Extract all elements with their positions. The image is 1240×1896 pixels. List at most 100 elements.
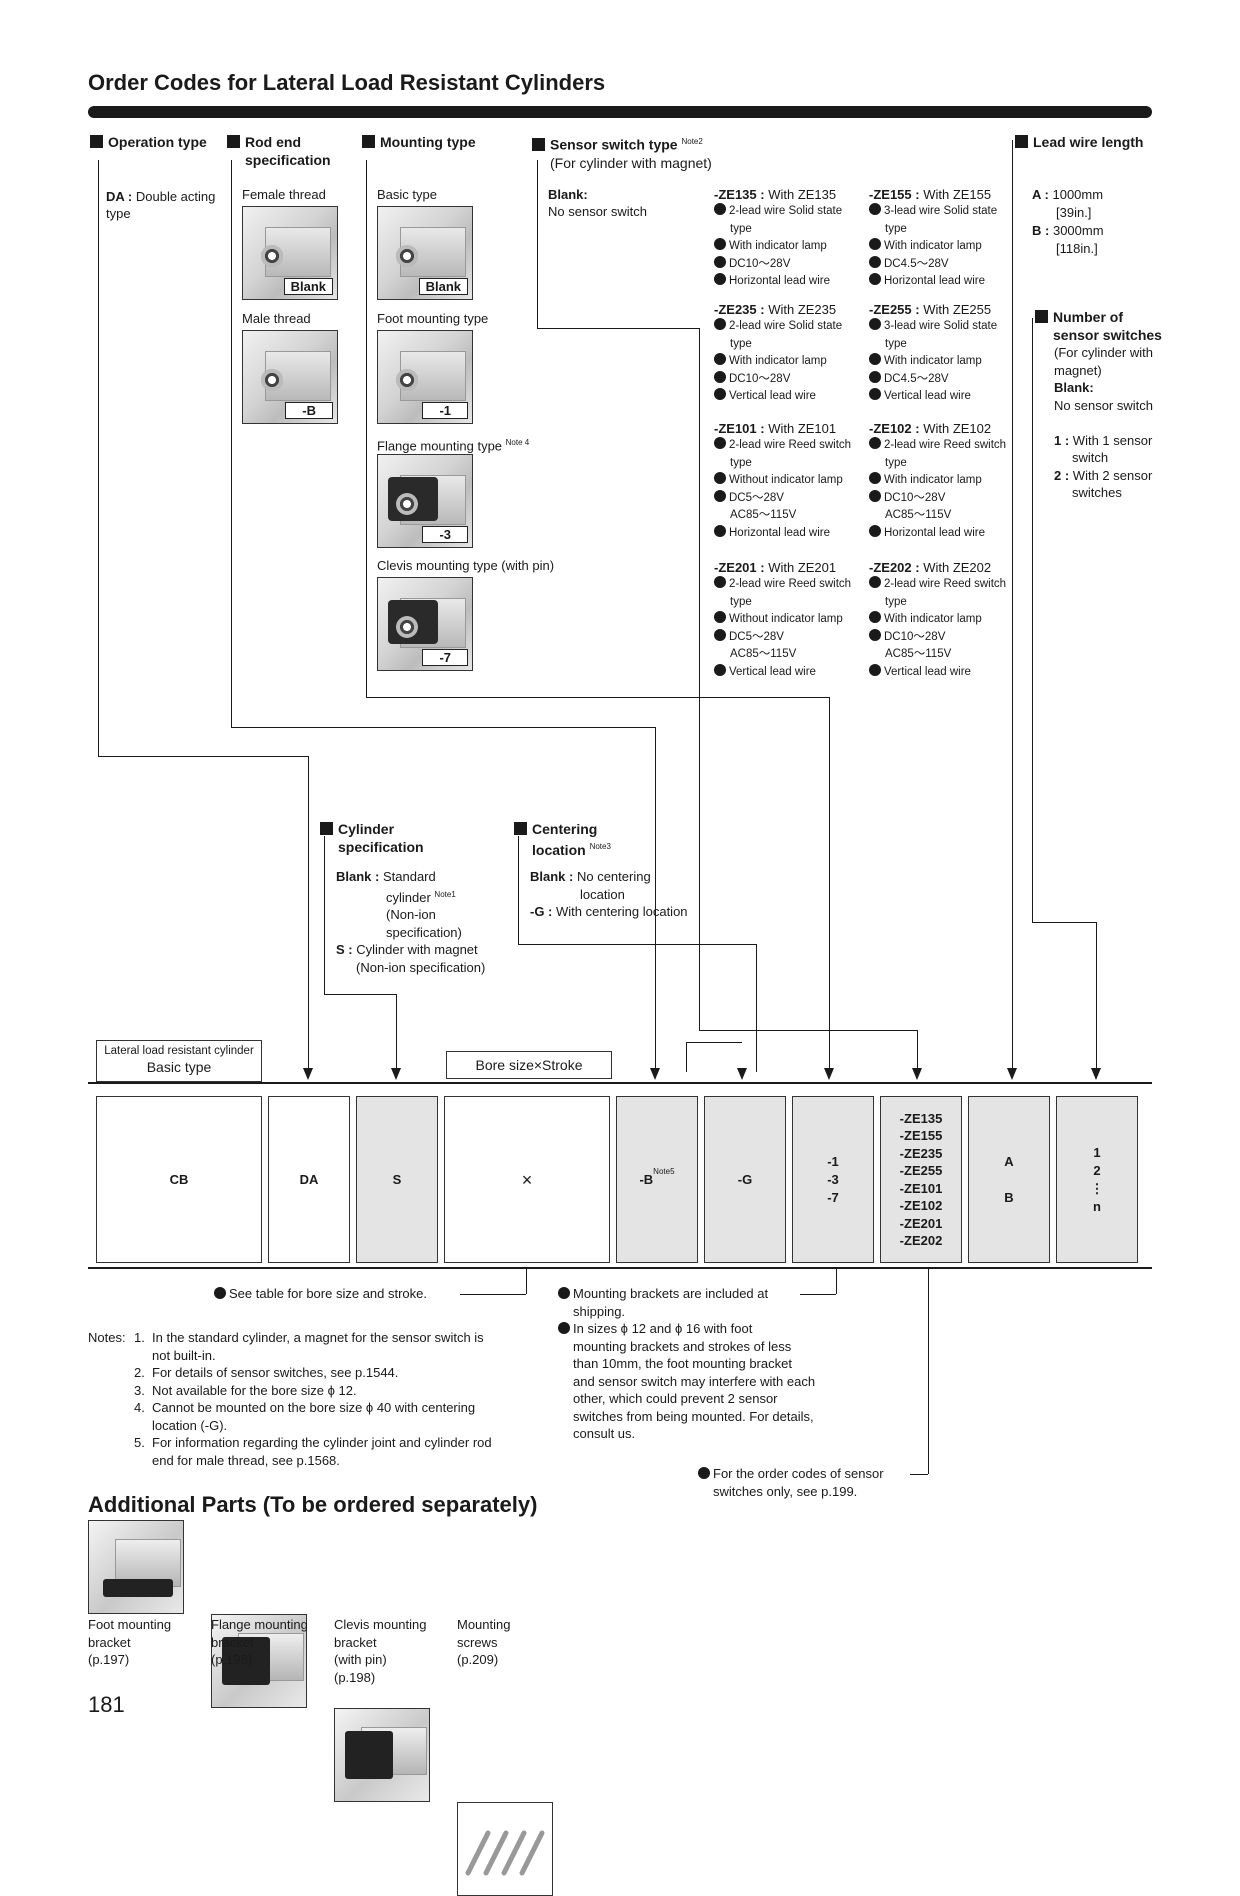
- sensor-switch-code: -ZE155 : With ZE155: [869, 187, 992, 202]
- connector-line: [526, 1269, 527, 1294]
- bullet-icon: [714, 388, 726, 400]
- bullet-icon: [869, 388, 881, 400]
- arrow-down-icon: [912, 1068, 922, 1080]
- clevis-mounting-photo: -7: [377, 577, 473, 671]
- sensor-switch-spec: type: [885, 456, 907, 469]
- sizes-callout-line: other, which could prevent 2 sensor: [573, 1391, 778, 1406]
- bullet-square-icon: [514, 822, 527, 835]
- bullet-icon: [714, 238, 726, 250]
- bullet-square-icon: [1035, 310, 1048, 323]
- sensor-switch-spec: With indicator lamp: [869, 611, 1006, 629]
- connector-line: [699, 328, 700, 1030]
- sensor-code-item: -ZE155: [899, 1128, 943, 1143]
- bore-callout: See table for bore size and stroke.: [214, 1285, 427, 1303]
- bullet-icon: [714, 472, 726, 484]
- bullet-icon: [869, 353, 881, 365]
- bullet-icon: [869, 273, 881, 285]
- sensor-blank-option: Blank:No sensor switch: [548, 187, 647, 219]
- foot-mounting-bracket-photo: [88, 1520, 184, 1614]
- connector-line: [308, 756, 309, 1072]
- bullet-icon: [869, 370, 881, 383]
- sensor-switch-spec: type: [730, 456, 752, 469]
- bullet-icon: [714, 437, 726, 449]
- mounting-screws-photo: [457, 1802, 553, 1896]
- bullet-icon: [714, 628, 726, 641]
- clevis-mounting-bracket-photo: [334, 1708, 430, 1802]
- bullet-square-icon: [1015, 135, 1028, 148]
- bullet-icon: [869, 663, 881, 676]
- sensor-switch-spec: With indicator lamp: [714, 353, 842, 371]
- bullet-square-icon: [532, 137, 545, 151]
- sensor-code-item: -ZE255: [899, 1163, 943, 1178]
- page-number: 181: [88, 1692, 125, 1717]
- bullet-icon: [869, 576, 881, 588]
- sensor-switch-code: -ZE201 : With ZE201: [714, 560, 837, 575]
- sensor-switch-spec: type: [730, 222, 752, 235]
- bullet-icon: [714, 663, 726, 676]
- sizes-callout-line: In sizes ϕ 12 and ϕ 16 with foot: [558, 1320, 848, 1338]
- bullet-icon: [869, 611, 881, 623]
- centering-options: Blank : No centering location -G : With …: [530, 869, 688, 919]
- connector-line: [917, 1030, 918, 1072]
- sensor-switch-spec: Horizontal lead wire: [714, 524, 851, 543]
- connector-line: [460, 1294, 526, 1295]
- sensor-switch-spec: type: [730, 595, 752, 608]
- connector-line: [1012, 140, 1013, 1072]
- mounting-type-header: Mounting type: [362, 133, 476, 151]
- connector-line: [231, 160, 232, 727]
- flange-mounting-photo: -3: [377, 454, 473, 548]
- bullet-icon: [714, 255, 726, 268]
- bullet-icon: [869, 255, 881, 268]
- bullet-square-icon: [362, 135, 375, 148]
- sensor-switch-spec: With indicator lamp: [869, 353, 997, 371]
- connector-line: [537, 160, 538, 328]
- sensor-switch-spec: DC10～28V: [714, 255, 842, 274]
- sensor-switch-spec: AC85～115V: [885, 648, 952, 660]
- sensor-switch-spec: Without indicator lamp: [714, 611, 851, 629]
- connector-line: [324, 836, 325, 994]
- connector-line: [699, 1030, 917, 1031]
- arrow-down-icon: [824, 1068, 834, 1080]
- bullet-icon: [714, 273, 726, 285]
- page-title: Order Codes for Lateral Load Resistant C…: [88, 70, 606, 95]
- operation-type-header: Operation type: [90, 133, 207, 151]
- sensor-code-item: -ZE135: [899, 1110, 943, 1126]
- sensor-switch-spec: 2-lead wire Reed switch: [714, 437, 851, 455]
- sensor-switch-spec: type: [730, 337, 752, 350]
- mounting-basic-label: Basic type: [377, 187, 437, 202]
- bullet-icon: [869, 437, 881, 449]
- arrow-down-icon: [1091, 1068, 1101, 1080]
- code-box-s: S: [356, 1096, 438, 1263]
- sensor-switch-spec: DC5～28V: [714, 489, 851, 508]
- bullet-icon: [714, 370, 726, 383]
- rod-end-male-label: Male thread: [242, 311, 311, 326]
- sensor-switch-spec: With indicator lamp: [869, 238, 997, 256]
- bullet-square-icon: [227, 135, 240, 148]
- note-item: 5.For information regarding the cylinder…: [134, 1435, 492, 1468]
- bullet-icon: [869, 238, 881, 250]
- connector-line: [928, 1269, 929, 1474]
- connector-line: [829, 697, 830, 1072]
- connector-line: [756, 944, 757, 1072]
- sensor-switch-spec: With indicator lamp: [714, 238, 842, 256]
- sensor-code-item: -ZE235: [899, 1145, 943, 1161]
- sensor-switch-spec: 3-lead wire Solid state: [869, 318, 997, 336]
- sensor-switch-spec: AC85～115V: [730, 509, 797, 521]
- sensor-switch-spec: 2-lead wire Reed switch: [869, 576, 1006, 594]
- sensor-switch-spec: DC10～28V: [869, 489, 1006, 508]
- foot-mounting-photo: -1: [377, 330, 473, 424]
- connector-line: [518, 836, 519, 944]
- code-box-bore: ×: [444, 1096, 610, 1263]
